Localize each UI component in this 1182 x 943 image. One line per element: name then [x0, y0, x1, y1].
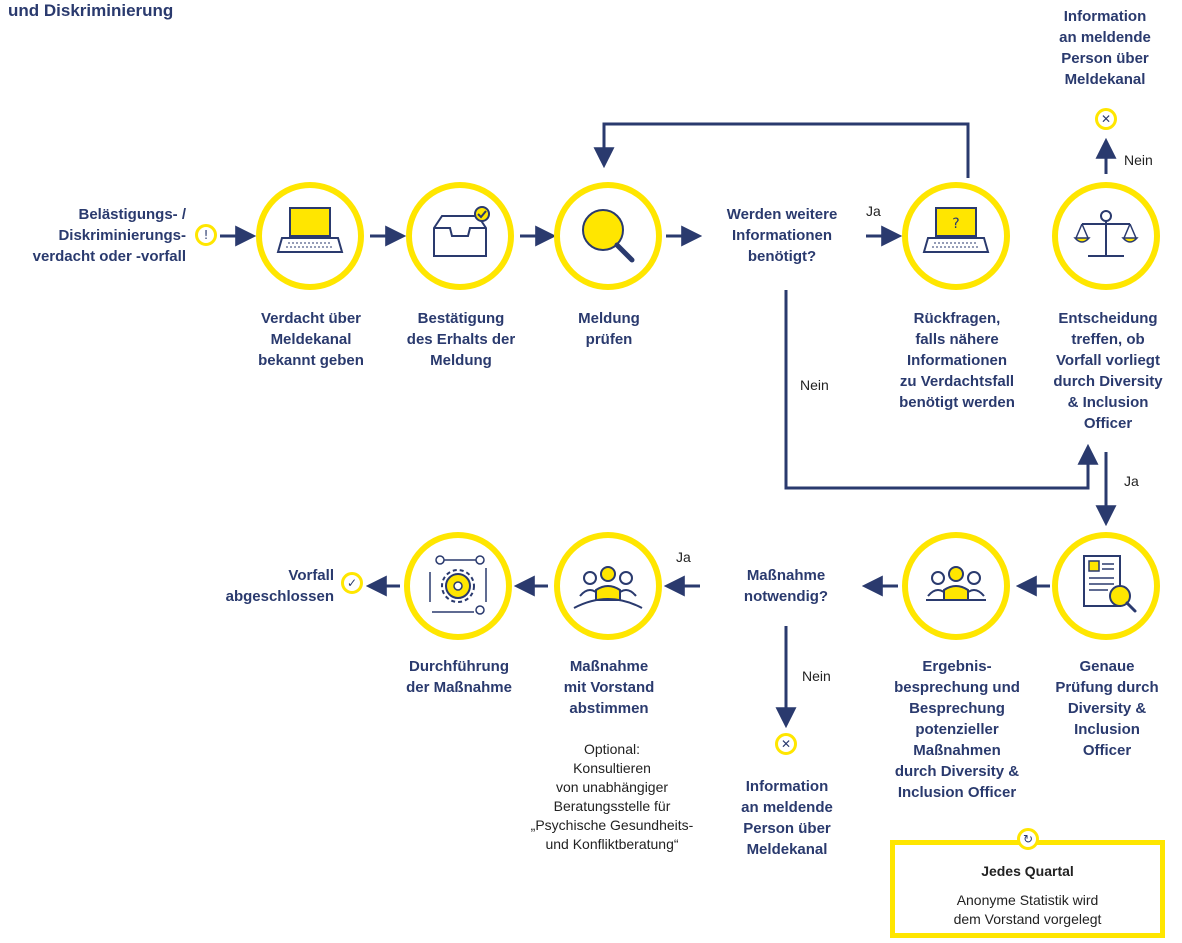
optional-note: Optional: Konsultieren von unabhängiger … [530, 741, 694, 852]
step-detailed-label: Genaue Prüfung durch Diversity & Inclusi… [1055, 658, 1159, 759]
start-label: Belästigungs- / Diskriminierungs- verdac… [32, 206, 186, 265]
laptop-icon [256, 182, 364, 290]
edge-no-top-label: Nein [1124, 152, 1153, 168]
edge-yes-measure-label: Ja [676, 549, 691, 565]
step-report-label: Verdacht über Meldekanal bekannt geben [258, 310, 364, 369]
laptop-question-icon: ? [902, 182, 1010, 290]
arrow-followup-back-review [593, 122, 970, 178]
check-icon: ✓ [341, 572, 363, 594]
refresh-icon: ↻ [1017, 828, 1039, 850]
step-decision-label: Entscheidung treffen, ob Vorfall vorlieg… [1053, 310, 1163, 432]
page-title: und Diskriminierung [8, 1, 174, 20]
edge-yes-decision-label: Ja [1124, 473, 1139, 489]
question-measure: Maßnahme notwendig? [743, 567, 829, 605]
meeting-icon [902, 532, 1010, 640]
quarterly-box: Jedes Quartal Anonyme Statistik wird dem… [890, 840, 1165, 938]
quarterly-text: Anonyme Statistik wird dem Vorstand vorg… [953, 892, 1102, 927]
closed-label: Vorfall abgeschlossen [225, 567, 334, 605]
svg-text:?: ? [952, 216, 959, 232]
info-bottom-label: Information an meldende Person über Meld… [741, 778, 833, 858]
arrow-question-no-decision [784, 290, 1099, 490]
edge-no-label: Nein [800, 377, 829, 393]
step-review-label: Meldung prüfen [578, 310, 640, 348]
inbox-check-icon [406, 182, 514, 290]
close-icon: ✕ [1095, 108, 1117, 130]
step-confirm-label: Bestätigung des Erhalts der Meldung [406, 310, 516, 369]
document-search-icon [1052, 532, 1160, 640]
question-more-info: Werden weitere Informationen benötigt? [726, 206, 838, 265]
close-icon: ✕ [775, 733, 797, 755]
step-execute-label: Durchführung der Maßnahme [406, 658, 512, 696]
meeting-icon [554, 532, 662, 640]
exclamation-icon: ! [195, 224, 217, 246]
process-gear-icon [404, 532, 512, 640]
scales-icon [1052, 182, 1160, 290]
edge-yes-label: Ja [866, 203, 881, 219]
edge-no-measure-label: Nein [802, 668, 831, 684]
magnifier-icon [554, 182, 662, 290]
quarterly-title: Jedes Quartal [981, 863, 1074, 879]
step-discussion-label: Ergebnis- besprechung und Besprechung po… [894, 658, 1020, 801]
info-top-label: Information an meldende Person über Meld… [1059, 8, 1151, 88]
step-followup-label: Rückfragen, falls nähere Informationen z… [899, 310, 1015, 411]
step-align-label: Maßnahme mit Vorstand abstimmen [563, 658, 655, 717]
